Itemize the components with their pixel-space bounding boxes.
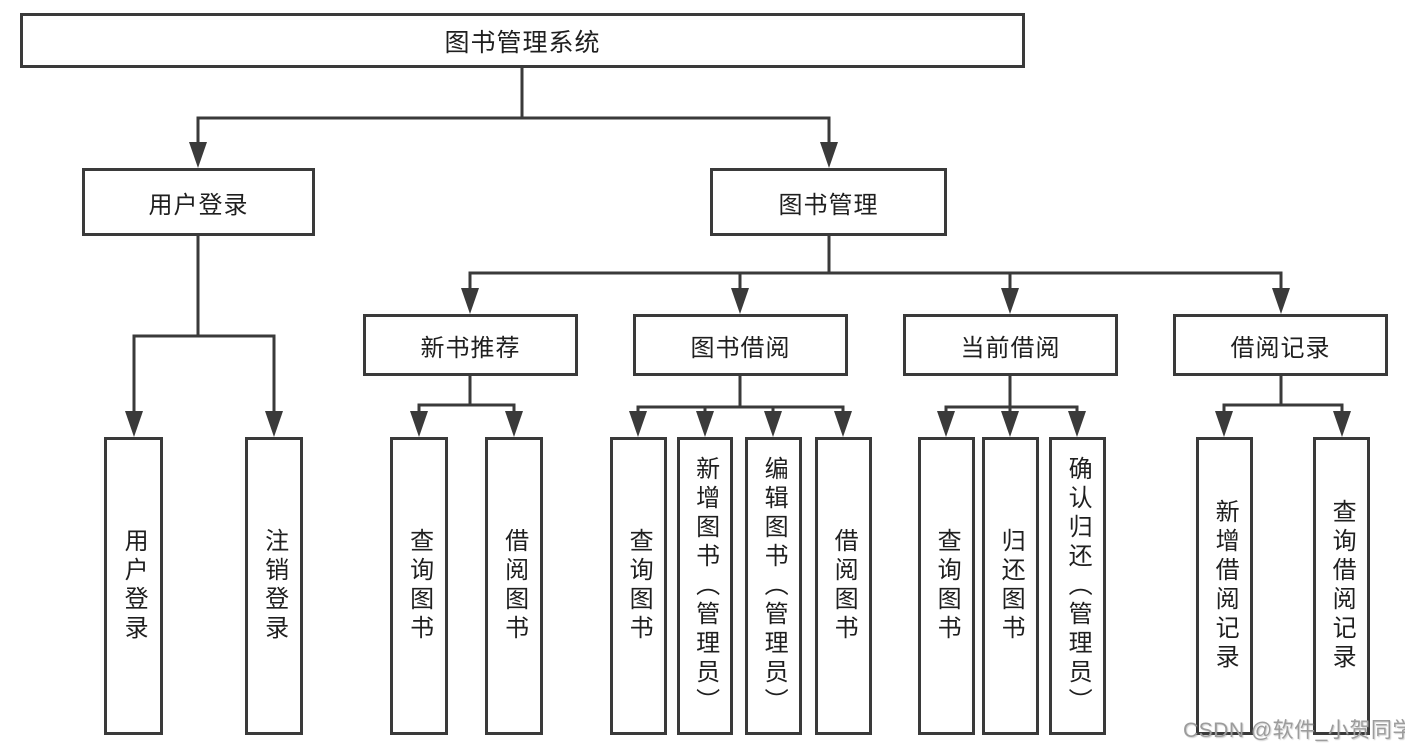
node-current-borrowing: 当前借阅 xyxy=(903,314,1118,376)
arrowhead xyxy=(834,411,852,437)
connector-current-borrow-to-leaves xyxy=(937,376,1086,437)
leaf-edit-books-admin: 编辑图书（管理员） xyxy=(745,437,802,735)
leaf-label: 借阅图书 xyxy=(500,528,528,644)
arrowhead xyxy=(764,411,782,437)
arrowhead xyxy=(1001,411,1019,437)
arrowhead xyxy=(410,411,428,437)
leaf-return-books: 归还图书 xyxy=(982,437,1039,735)
arrowhead xyxy=(1333,411,1351,437)
leaf-label: 编辑图书（管理员） xyxy=(760,455,788,717)
arrowhead xyxy=(937,411,955,437)
arrowhead xyxy=(731,288,749,314)
connector-root-to-level2 xyxy=(189,68,838,168)
leaf-query-borrow-record: 查询借阅记录 xyxy=(1313,437,1370,735)
leaf-label: 注销登录 xyxy=(260,528,288,644)
arrowhead xyxy=(265,411,283,437)
connector-user-login-to-leaves xyxy=(125,236,283,437)
arrowhead xyxy=(629,411,647,437)
arrowhead xyxy=(696,411,714,437)
arrowhead xyxy=(820,142,838,168)
leaf-user-login: 用户登录 xyxy=(104,437,163,735)
arrowhead xyxy=(461,288,479,314)
connector-new-book-to-leaves xyxy=(410,376,523,437)
leaf-label: 查询图书 xyxy=(933,528,961,644)
leaf-query-books-current: 查询图书 xyxy=(918,437,975,735)
leaf-logout: 注销登录 xyxy=(245,437,303,735)
arrowhead xyxy=(189,142,207,168)
leaf-label: 借阅图书 xyxy=(830,528,858,644)
node-book-management: 图书管理 xyxy=(710,168,947,236)
leaf-label: 查询图书 xyxy=(625,528,653,644)
node-new-book-recommendation: 新书推荐 xyxy=(363,314,578,376)
leaf-label: 归还图书 xyxy=(997,528,1025,644)
leaf-query-books-recommend: 查询图书 xyxy=(390,437,448,735)
leaf-label: 新增借阅记录 xyxy=(1211,499,1239,673)
connector-book-borrow-to-leaves xyxy=(629,376,852,437)
node-book-management-system: 图书管理系统 xyxy=(20,13,1025,68)
leaf-query-books-borrow: 查询图书 xyxy=(610,437,667,735)
connector-borrow-record-to-leaves xyxy=(1215,376,1351,437)
arrowhead xyxy=(1068,411,1086,437)
node-user-login: 用户登录 xyxy=(82,168,315,236)
node-book-borrowing: 图书借阅 xyxy=(633,314,848,376)
leaf-add-books-admin: 新增图书（管理员） xyxy=(677,437,733,735)
leaf-label: 新增图书（管理员） xyxy=(691,455,719,717)
leaf-confirm-return-admin: 确认归还（管理员） xyxy=(1049,437,1106,735)
arrowhead xyxy=(1001,288,1019,314)
arrowhead xyxy=(1272,288,1290,314)
leaf-label: 查询图书 xyxy=(405,528,433,644)
node-borrowing-records: 借阅记录 xyxy=(1173,314,1388,376)
arrowhead xyxy=(505,411,523,437)
arrowhead xyxy=(125,411,143,437)
leaf-label: 查询借阅记录 xyxy=(1328,499,1356,673)
csdn-watermark: CSDN @软件_小贺同学 xyxy=(1183,719,1405,742)
leaf-borrow-books-recommend: 借阅图书 xyxy=(485,437,543,735)
connector-book-management-to-level3 xyxy=(461,236,1290,314)
leaf-add-borrow-record: 新增借阅记录 xyxy=(1196,437,1253,735)
leaf-label: 确认归还（管理员） xyxy=(1064,455,1092,717)
leaf-label: 用户登录 xyxy=(120,528,148,644)
arrowhead xyxy=(1215,411,1233,437)
leaf-borrow-books: 借阅图书 xyxy=(815,437,872,735)
